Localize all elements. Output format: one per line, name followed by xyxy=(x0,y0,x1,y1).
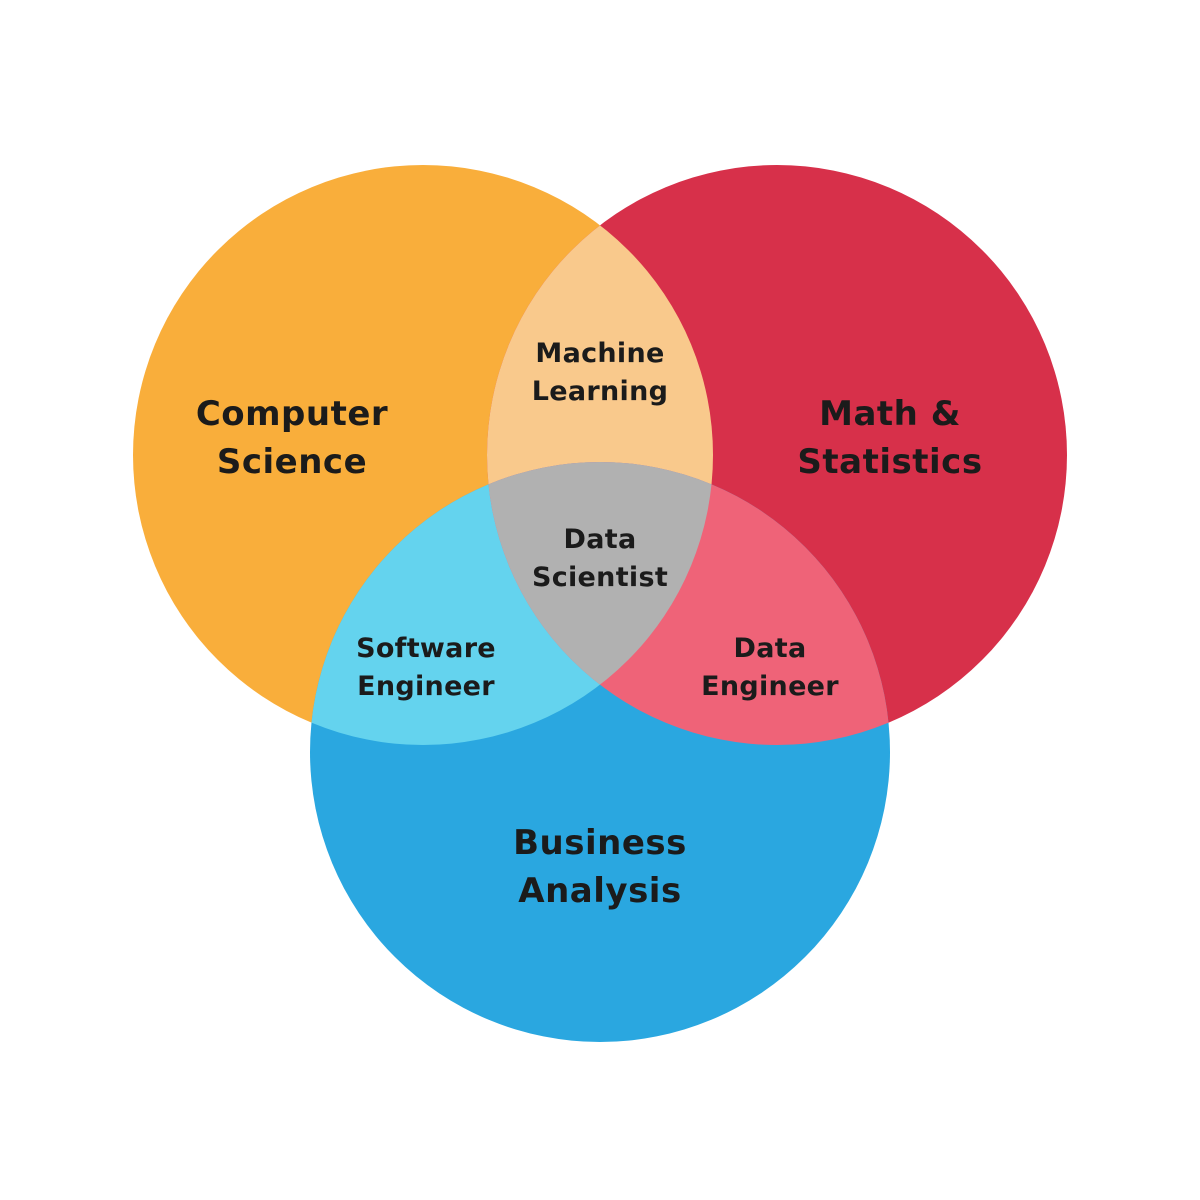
software-engineer-label: Software Engineer xyxy=(356,633,496,702)
data-engineer-label: Data Engineer xyxy=(701,633,839,702)
computer-science-label: Computer Science xyxy=(195,394,389,482)
data-engineer-region xyxy=(487,462,890,745)
machine-learning-label: Machine Learning xyxy=(531,338,669,407)
data-engineer-region-fill xyxy=(487,462,890,745)
business-analysis-label: Business Analysis xyxy=(513,823,687,911)
software-engineer-region-fill xyxy=(310,462,713,745)
software-engineer-region xyxy=(310,462,713,745)
math-statistics-label: Math & Statistics xyxy=(797,394,983,482)
data-scientist-label: Data Scientist xyxy=(531,524,669,593)
